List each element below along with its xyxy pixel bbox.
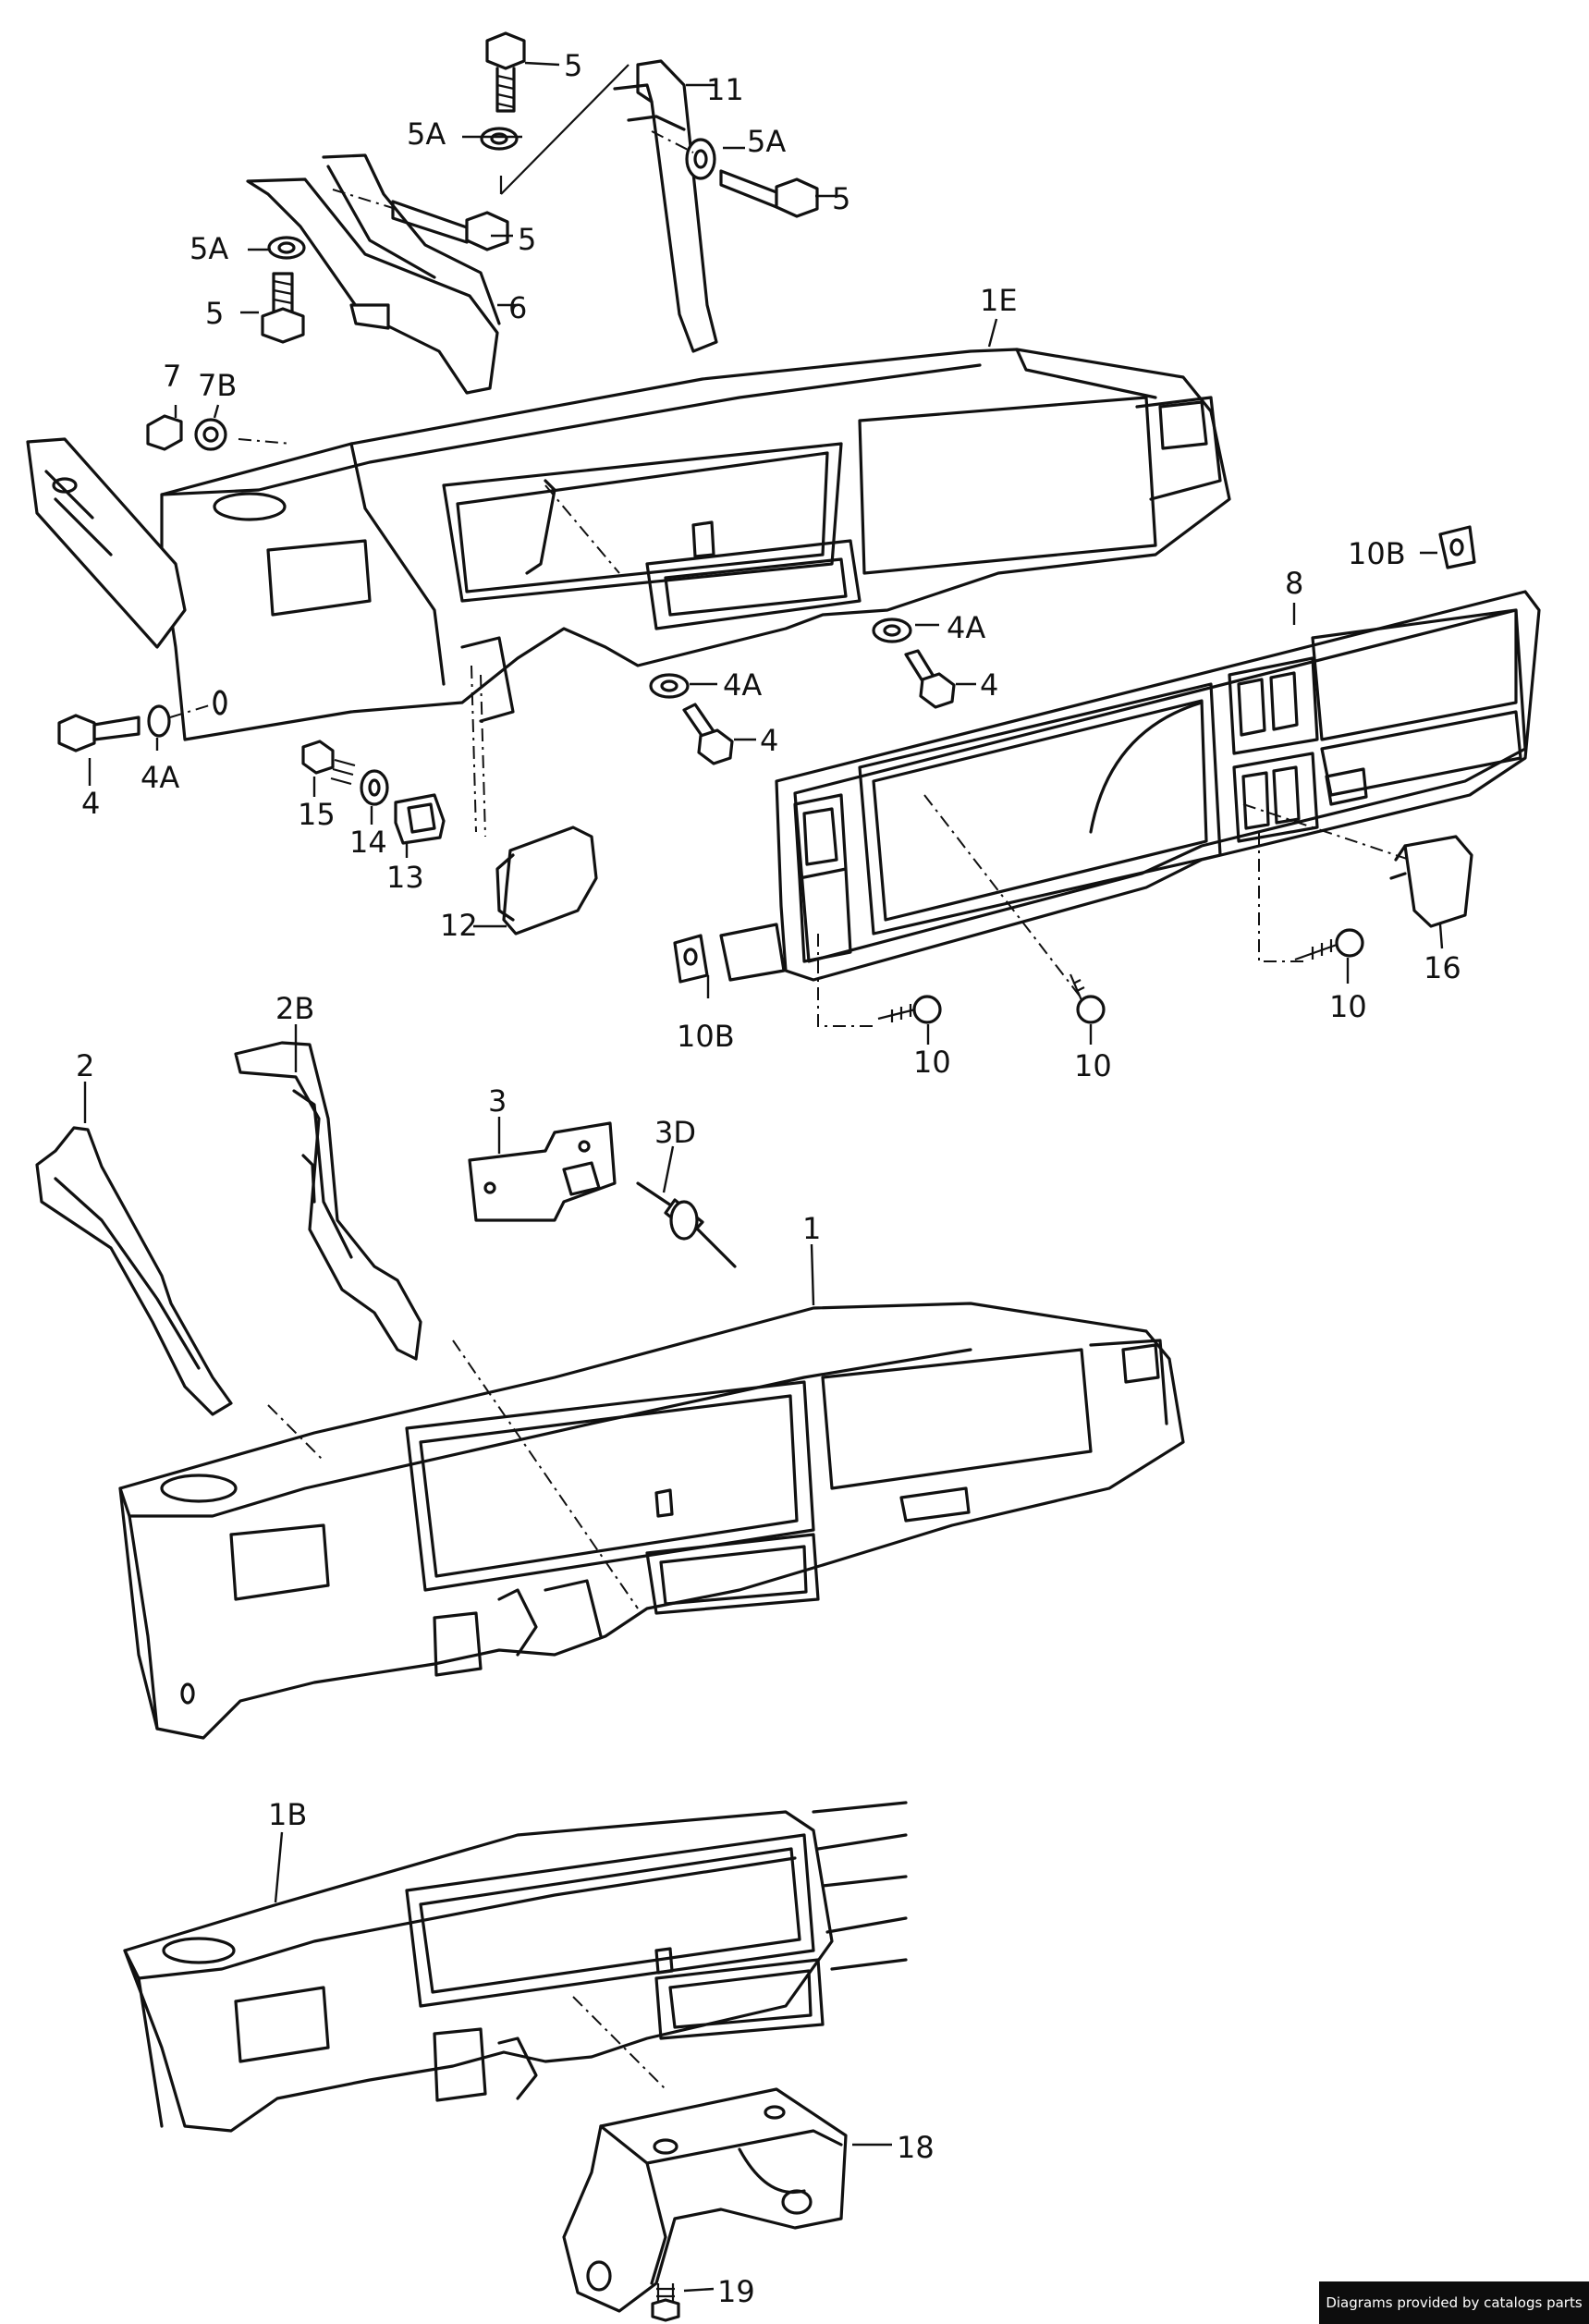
callout-4A-r2: 4A bbox=[723, 667, 762, 703]
callout-15: 15 bbox=[298, 797, 336, 832]
callout-11: 11 bbox=[706, 72, 744, 107]
washer-5A-top bbox=[480, 127, 519, 151]
callout-5-mid: 5 bbox=[518, 222, 536, 257]
cover-12 bbox=[495, 826, 598, 936]
bolt-4-r1 bbox=[904, 649, 956, 709]
assembly-lines-12 bbox=[471, 665, 486, 838]
callout-10-c: 10 bbox=[1329, 989, 1367, 1024]
washer-14 bbox=[360, 769, 389, 806]
callout-5-left: 5 bbox=[205, 296, 224, 331]
callout-10-b: 10 bbox=[1074, 1048, 1112, 1083]
callout-1B: 1B bbox=[268, 1797, 307, 1832]
clip-13 bbox=[394, 793, 446, 845]
callout-4A-left: 4A bbox=[141, 760, 179, 795]
bolt-5-right bbox=[651, 130, 819, 218]
callout-10B-bottom: 10B bbox=[677, 1019, 735, 1054]
bolt-4-r2 bbox=[682, 703, 734, 765]
callout-4-r1: 4 bbox=[980, 667, 998, 703]
callout-2B: 2B bbox=[275, 991, 314, 1026]
callout-5A-top: 5A bbox=[407, 116, 446, 152]
callout-3: 3 bbox=[488, 1083, 507, 1119]
bracket-2 bbox=[35, 1126, 233, 1416]
bracket-11 bbox=[613, 59, 718, 353]
callout-5-top: 5 bbox=[564, 48, 582, 83]
washer-5A-right bbox=[685, 138, 716, 180]
screw-19 bbox=[651, 2283, 680, 2322]
screw-10-c bbox=[1294, 928, 1364, 961]
bracket-18 bbox=[562, 2087, 848, 2313]
callout-10B-top: 10B bbox=[1348, 536, 1406, 571]
dashboard-1B bbox=[123, 1801, 908, 2133]
leader-lines bbox=[83, 61, 1444, 2293]
pin-3D bbox=[636, 1181, 737, 1268]
callout-19: 19 bbox=[717, 2274, 755, 2309]
callout-1: 1 bbox=[802, 1211, 821, 1246]
callout-6: 6 bbox=[508, 290, 527, 325]
dashboard-1 bbox=[118, 1302, 1185, 1740]
callout-16: 16 bbox=[1424, 950, 1461, 985]
nut-7 bbox=[146, 414, 183, 451]
bolt-5-top bbox=[485, 31, 526, 113]
bracket-2B bbox=[234, 1041, 422, 1361]
callout-5-right: 5 bbox=[832, 181, 850, 216]
clip-10B-top bbox=[1438, 525, 1476, 569]
bracket-6 bbox=[246, 153, 501, 395]
callout-13: 13 bbox=[386, 860, 424, 895]
bolt-5-mid bbox=[332, 189, 509, 251]
callout-1E: 1E bbox=[980, 283, 1018, 318]
bolt-4-left bbox=[57, 690, 227, 752]
credit-badge: Diagrams provided by catalogs parts bbox=[1319, 2281, 1589, 2324]
callout-5A-right: 5A bbox=[747, 124, 786, 159]
callout-3D: 3D bbox=[654, 1115, 696, 1150]
washer-5A-left bbox=[267, 236, 306, 260]
callout-labels: 5 11 5A 5A 5 5A 5 5 6 1E 7 7B 10B 8 4A 4… bbox=[76, 48, 1461, 2309]
screw-15 bbox=[301, 740, 356, 786]
callout-18: 18 bbox=[897, 2130, 935, 2165]
switch-16 bbox=[1389, 835, 1473, 928]
credit-text: Diagrams provided by catalogs parts bbox=[1326, 2294, 1583, 2311]
assembly-line-7 bbox=[238, 438, 292, 445]
callout-4-left: 4 bbox=[81, 786, 100, 821]
bracket-side-left bbox=[26, 437, 187, 649]
callout-8: 8 bbox=[1285, 566, 1303, 601]
screw-10-b bbox=[1069, 973, 1106, 1024]
clip-10B-bottom bbox=[673, 934, 709, 984]
dashboard-1E bbox=[160, 348, 1231, 741]
washer-4A-r2 bbox=[649, 673, 690, 699]
callout-2: 2 bbox=[76, 1048, 94, 1083]
washer-7B bbox=[194, 418, 227, 451]
screw-10-a bbox=[877, 995, 942, 1024]
callout-4A-r1: 4A bbox=[947, 610, 985, 645]
callout-7B: 7B bbox=[198, 368, 237, 403]
assembly-lines-top bbox=[499, 64, 629, 195]
trim-panel-8 bbox=[719, 590, 1541, 1027]
callout-5A-left: 5A bbox=[189, 231, 228, 266]
washer-4A-r1 bbox=[872, 618, 912, 643]
callout-14: 14 bbox=[349, 825, 387, 860]
callout-10-a: 10 bbox=[913, 1045, 951, 1080]
bracket-3 bbox=[468, 1121, 617, 1222]
callout-7: 7 bbox=[163, 359, 181, 394]
callout-4-r2: 4 bbox=[760, 723, 778, 758]
callout-12: 12 bbox=[440, 908, 478, 943]
bolt-5-left bbox=[261, 272, 305, 344]
